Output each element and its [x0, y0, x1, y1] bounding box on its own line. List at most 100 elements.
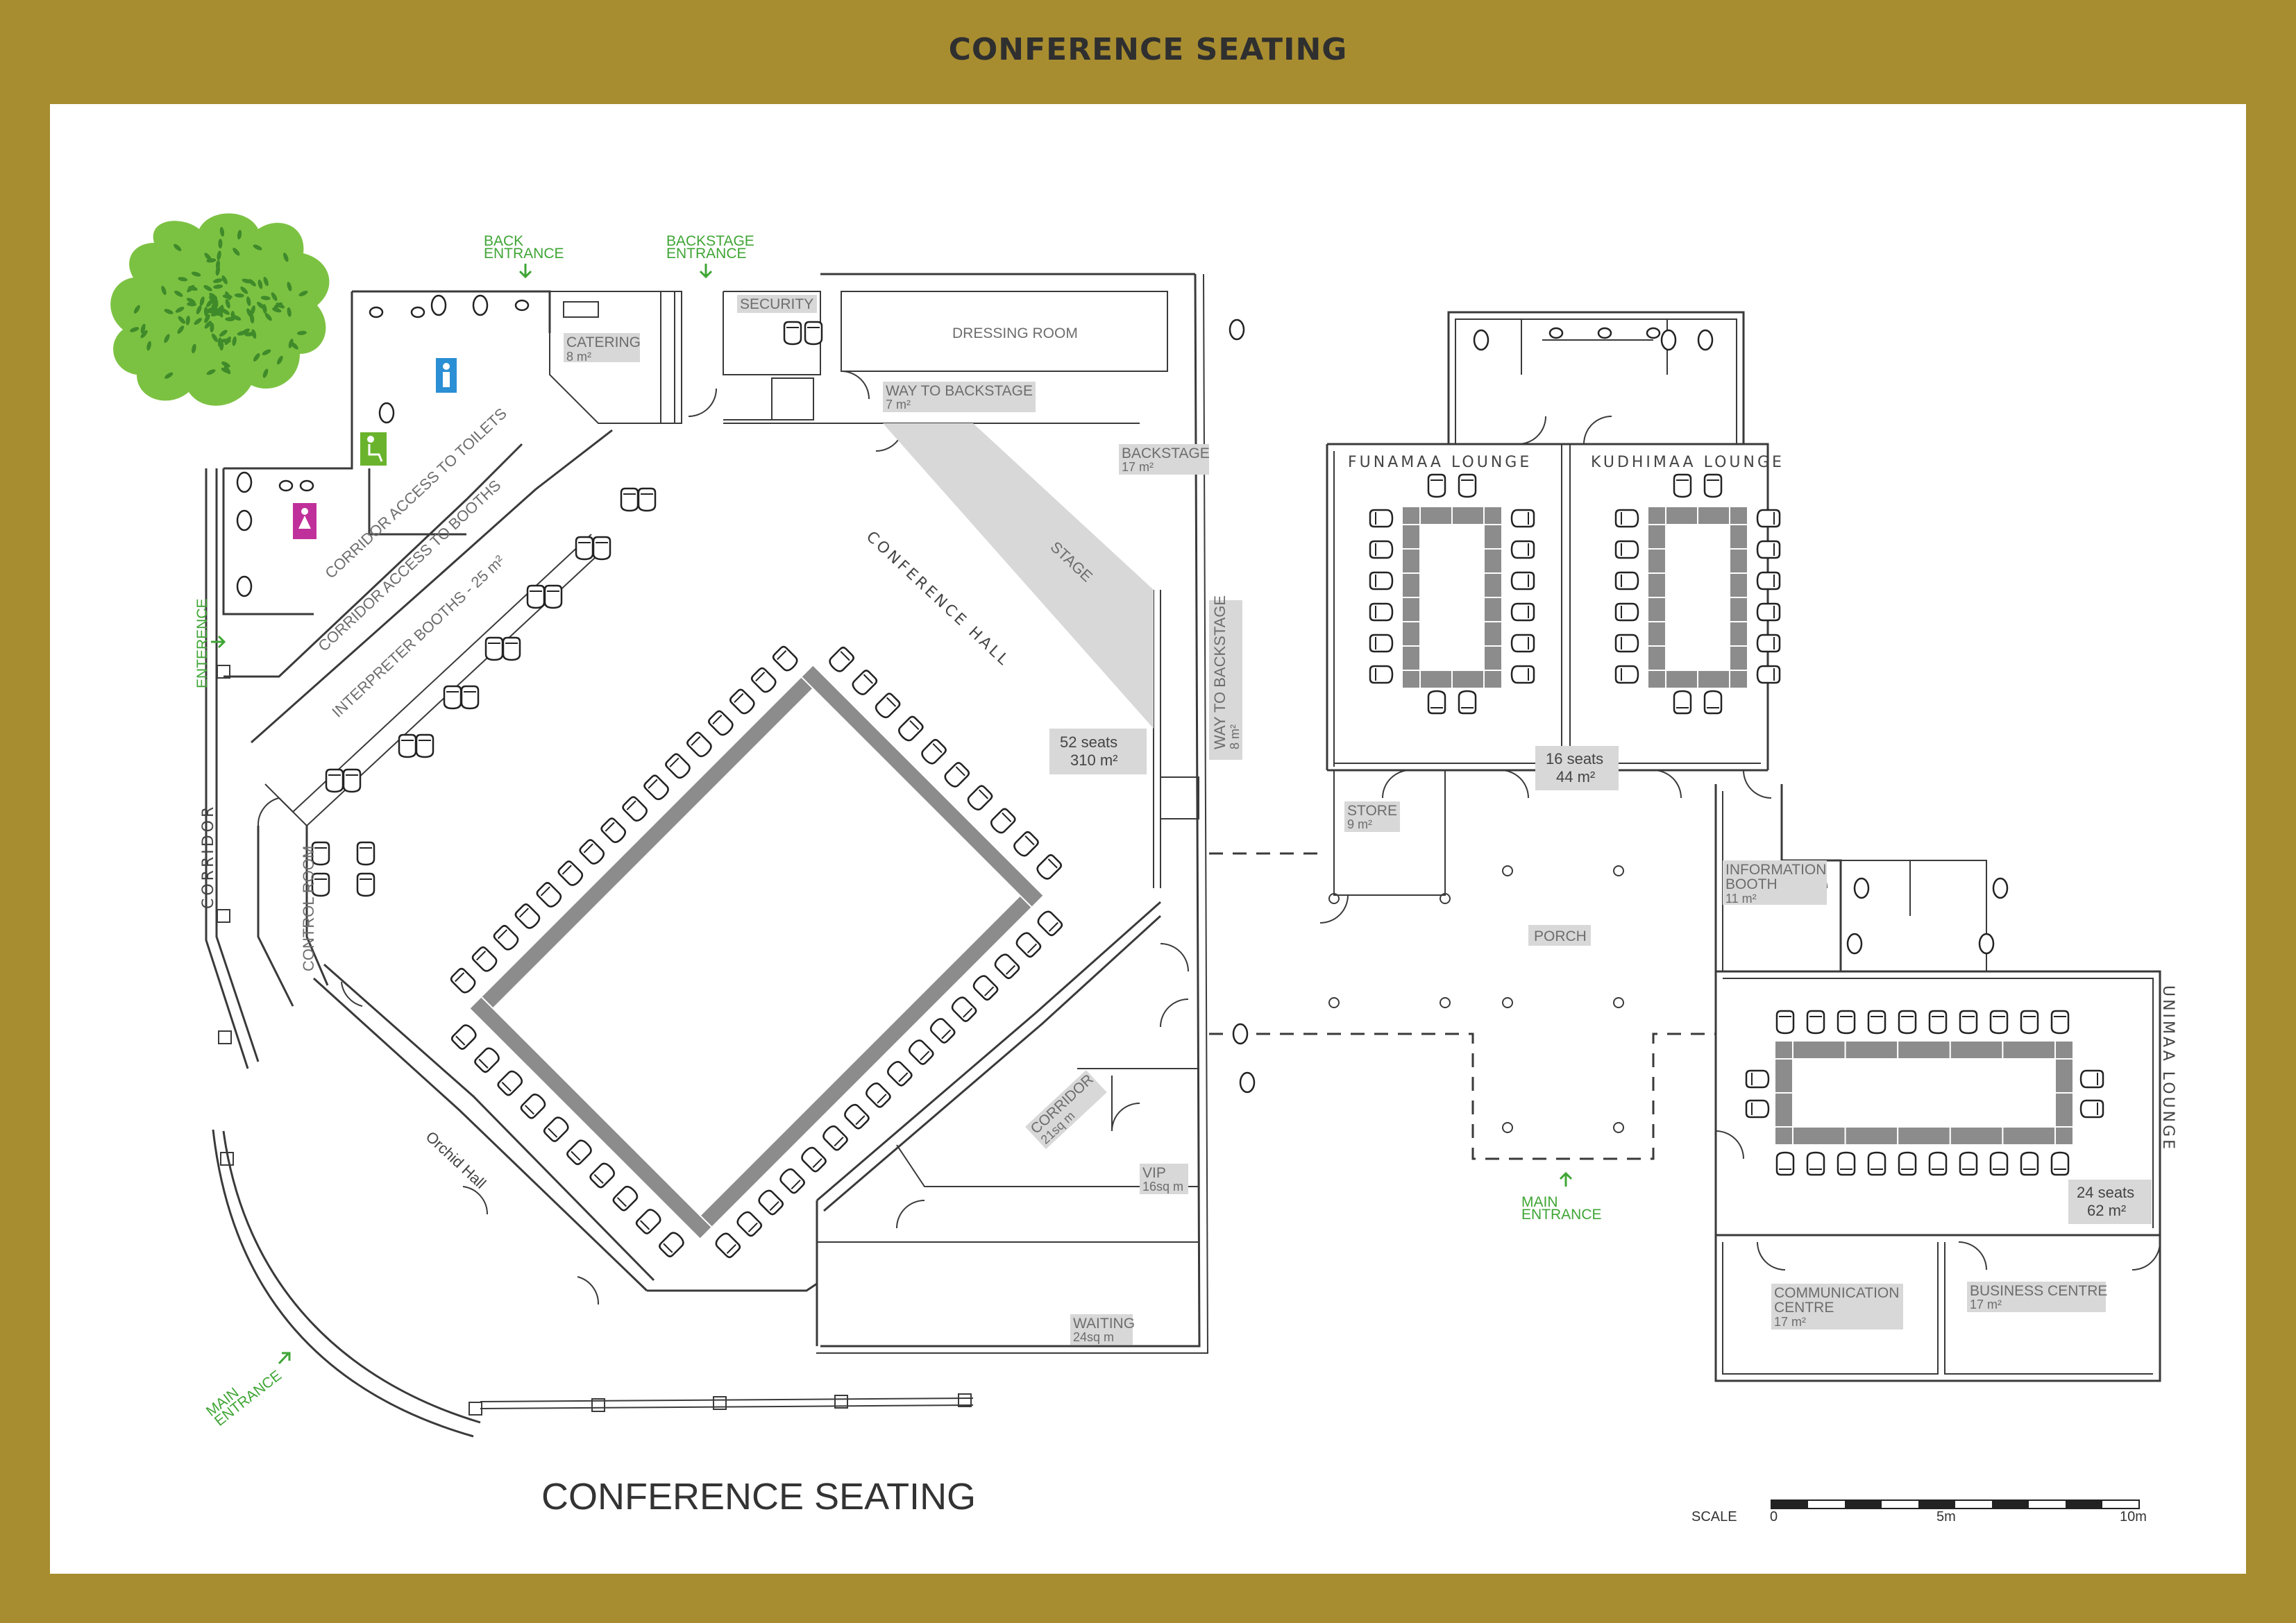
chair	[1756, 509, 1781, 528]
leaf	[223, 366, 231, 375]
leaf	[234, 293, 244, 298]
chair	[502, 636, 521, 661]
svg-text:16sq m: 16sq m	[1142, 1180, 1183, 1193]
table-segment	[1419, 506, 1453, 525]
chair	[1703, 473, 1723, 498]
chair	[484, 636, 504, 661]
chair	[686, 731, 712, 758]
leaf	[298, 291, 308, 297]
leaf	[213, 278, 223, 283]
chair	[1806, 1151, 1825, 1176]
way-backstage-side-label: WAY TO BACKSTAGE 8 m²	[1209, 595, 1242, 760]
table-segment	[1949, 1040, 2004, 1060]
wc-fixture	[1846, 933, 1863, 955]
svg-text:STORE: STORE	[1347, 803, 1397, 819]
leaf	[191, 271, 201, 277]
corridor-left-label: CORRIDOR	[200, 804, 217, 909]
chair	[514, 903, 541, 929]
chair	[2020, 1151, 2039, 1176]
chair	[1614, 509, 1639, 528]
chair	[622, 796, 648, 822]
leaf	[175, 307, 185, 313]
chair	[822, 1125, 848, 1151]
scale-bar: SCALE 0 5m 10m	[1691, 1499, 2147, 1524]
entrance-arrow-icon	[1559, 1171, 1573, 1187]
chair	[589, 1162, 615, 1189]
leaf	[258, 279, 263, 289]
table-segment	[1647, 524, 1666, 550]
control-room-label: CONTROL ROOM	[300, 846, 317, 971]
chair	[1989, 1010, 2009, 1035]
communication-centre-label: COMMUNICATION CENTRE 17 m²	[1771, 1284, 1903, 1329]
leaf	[203, 284, 212, 291]
chair	[1510, 634, 1535, 653]
chair	[1614, 665, 1639, 684]
table-segment	[800, 663, 1045, 909]
table-segment	[1729, 572, 1748, 598]
leaf	[164, 334, 170, 343]
wc-fixture	[1853, 877, 1870, 899]
leaf	[296, 330, 307, 335]
chair	[342, 768, 362, 793]
floor-plan: BACK ENTRANCE BACKSTAGE ENTRANCE ENTEREN…	[110, 213, 2177, 1524]
leaf	[287, 307, 292, 317]
chair	[2050, 1010, 2070, 1035]
chair	[708, 710, 734, 736]
chair	[1015, 932, 1042, 958]
table-segment	[1792, 1126, 1846, 1146]
male-toilet-icon	[436, 358, 457, 393]
chair	[2020, 1010, 2039, 1035]
svg-text:52 seats: 52 seats	[1060, 733, 1117, 751]
table-segment	[1483, 524, 1503, 550]
chair	[1959, 1151, 1978, 1176]
hall-walls	[205, 273, 1209, 1438]
leaf	[140, 330, 148, 339]
column	[1613, 997, 1624, 1008]
leaf	[185, 315, 190, 325]
chair	[750, 667, 777, 693]
chair	[1614, 602, 1639, 622]
svg-text:8 m²: 8 m²	[1228, 724, 1242, 749]
leaf	[210, 323, 214, 333]
door-arc	[1958, 1241, 1987, 1271]
chair	[829, 646, 854, 672]
door-arc	[1583, 416, 1612, 445]
table-segment	[1401, 597, 1421, 622]
chair	[536, 882, 562, 908]
table-segment	[1665, 506, 1698, 525]
svg-text:BOOTH: BOOTH	[1725, 876, 1778, 892]
leaf	[290, 342, 298, 350]
lounge-furniture	[1369, 473, 2104, 1176]
back-entrance: BACK ENTRANCE	[484, 233, 564, 279]
leaf	[209, 293, 218, 300]
scale-segment	[1992, 1500, 2029, 1509]
side-entrance: ENTERENCE	[194, 598, 226, 688]
chair	[356, 872, 375, 897]
leaf	[146, 341, 151, 351]
chair	[1756, 602, 1781, 622]
leaf	[232, 315, 242, 321]
entrance-arrow-icon	[699, 264, 713, 279]
chair	[356, 841, 375, 866]
chair	[1756, 634, 1781, 653]
svg-text:BUSINESS CENTRE: BUSINESS CENTRE	[1970, 1283, 2107, 1299]
chair	[1837, 1010, 1856, 1035]
conference-hall-label: CONFERENCE HALL	[863, 528, 1013, 670]
leaf	[251, 305, 255, 315]
chair	[497, 1070, 523, 1096]
column	[1502, 997, 1513, 1008]
kudhimaa-lounge-label: KUDHIMAA LOUNGE	[1591, 454, 1784, 471]
sink-fixture	[514, 299, 530, 312]
chair	[1775, 1010, 1795, 1035]
leaf	[217, 250, 221, 261]
table-segment	[1401, 572, 1421, 598]
chair	[1806, 1010, 1825, 1035]
door-arc	[1743, 770, 1772, 799]
column	[1328, 997, 1340, 1008]
stove-fixture	[563, 301, 599, 318]
leaf	[177, 325, 185, 334]
leaf	[192, 343, 196, 354]
column	[1502, 865, 1513, 876]
leaf	[253, 244, 262, 250]
table-segment	[2002, 1126, 2056, 1146]
